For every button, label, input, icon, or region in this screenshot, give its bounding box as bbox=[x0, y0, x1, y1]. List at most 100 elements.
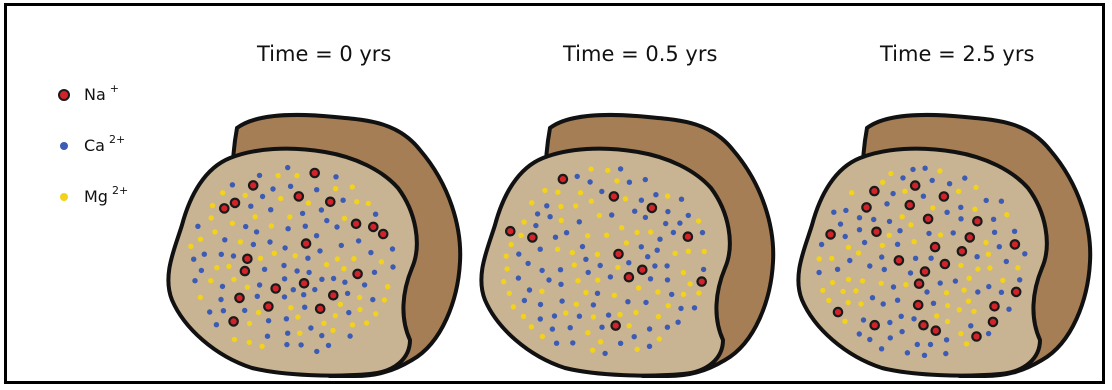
ca-ion-dot bbox=[643, 177, 648, 182]
ca-ion-dot bbox=[991, 217, 996, 222]
ca-ion-dot bbox=[300, 211, 305, 216]
ca-ion-dot bbox=[926, 231, 931, 236]
ca-ion-dot bbox=[905, 350, 910, 355]
ca-ion-dot bbox=[899, 329, 904, 334]
ca-ion-dot bbox=[679, 197, 684, 202]
mg-ion-dot bbox=[275, 173, 280, 178]
mg-ion-dot bbox=[269, 223, 274, 228]
ca-ion-dot bbox=[647, 344, 652, 349]
mg-ion-dot bbox=[542, 188, 547, 193]
ca-ion-dot bbox=[285, 331, 290, 336]
ca-ion-dot bbox=[372, 270, 377, 275]
mg-ion-dot bbox=[614, 178, 619, 183]
ca-ion-dot bbox=[602, 351, 607, 356]
mg-ion-dot bbox=[247, 321, 252, 326]
na-ion-dot bbox=[872, 228, 880, 236]
ca-ion-dot bbox=[326, 343, 331, 348]
mg-ion-dot bbox=[902, 189, 907, 194]
mg-ion-dot bbox=[188, 244, 193, 249]
mg-ion-dot bbox=[945, 319, 950, 324]
ca-ion-dot bbox=[516, 275, 521, 280]
mg-ion-dot bbox=[702, 249, 707, 254]
mg-ion-dot bbox=[938, 232, 943, 237]
ca-ion-dot bbox=[645, 254, 650, 259]
ca-ion-dot bbox=[618, 341, 623, 346]
mg-ion-dot bbox=[957, 307, 962, 312]
ca-ion-dot bbox=[930, 178, 935, 183]
ca-ion-dot bbox=[550, 326, 555, 331]
ca-ion-dot bbox=[342, 280, 347, 285]
mg-ion-dot bbox=[903, 282, 908, 287]
mg-ion-dot bbox=[501, 279, 506, 284]
ca-ion-dot bbox=[692, 305, 697, 310]
mg-ion-dot bbox=[220, 190, 225, 195]
ca-ion-dot bbox=[944, 210, 949, 215]
mg-ion-dot bbox=[351, 256, 356, 261]
ca-ion-dot bbox=[962, 175, 967, 180]
mg-ion-dot bbox=[1004, 212, 1009, 217]
ca-ion-dot bbox=[195, 224, 200, 229]
mg-ion-dot bbox=[570, 250, 575, 255]
ca-ion-dot bbox=[577, 314, 582, 319]
mg-ion-dot bbox=[656, 314, 661, 319]
mg-ion-dot bbox=[971, 309, 976, 314]
mg-ion-dot bbox=[333, 313, 338, 318]
ca-ion-dot bbox=[192, 278, 197, 283]
mg-ion-dot bbox=[624, 240, 629, 245]
ca-ion-dot bbox=[284, 316, 289, 321]
mg-ion-dot bbox=[385, 284, 390, 289]
ca-ion-dot bbox=[587, 179, 592, 184]
mg-ion-dot bbox=[958, 263, 963, 268]
ca-ion-dot bbox=[838, 221, 843, 226]
ca-ion-dot bbox=[675, 320, 680, 325]
ca-ion-dot bbox=[334, 224, 339, 229]
mg-ion-dot bbox=[589, 199, 594, 204]
ca-ion-dot bbox=[266, 318, 271, 323]
ca-ion-dot bbox=[333, 174, 338, 179]
ca-ion-dot bbox=[669, 292, 674, 297]
ca-ion-dot bbox=[539, 268, 544, 273]
na-ion-dot bbox=[638, 266, 646, 274]
ca-ion-dot bbox=[999, 199, 1004, 204]
mg-ion-dot bbox=[559, 218, 564, 223]
ca-ion-dot bbox=[202, 252, 207, 257]
mg-ion-dot bbox=[983, 240, 988, 245]
na-ion-dot bbox=[231, 199, 239, 207]
ca-ion-dot bbox=[647, 326, 652, 331]
mg-ion-dot bbox=[987, 265, 992, 270]
ca-ion-dot bbox=[373, 212, 378, 217]
ca-ion-dot bbox=[254, 229, 259, 234]
ca-ion-dot bbox=[580, 244, 585, 249]
ca-ion-dot bbox=[288, 184, 293, 189]
mg-ion-dot bbox=[297, 331, 302, 336]
na-ion-dot bbox=[698, 277, 706, 285]
ca-ion-dot bbox=[639, 244, 644, 249]
ca-ion-dot bbox=[928, 256, 933, 261]
ca-ion-dot bbox=[265, 334, 270, 339]
mg-ion-dot bbox=[860, 278, 865, 283]
na-ion-dot bbox=[243, 255, 251, 263]
ca-ion-dot bbox=[975, 289, 980, 294]
mg-ion-dot bbox=[555, 190, 560, 195]
mg-ion-dot bbox=[975, 266, 980, 271]
mg-ion-dot bbox=[986, 252, 991, 257]
ca-ion-dot bbox=[535, 211, 540, 216]
na-ion-dot bbox=[871, 321, 879, 329]
mg-ion-dot bbox=[888, 171, 893, 176]
mg-ion-dot bbox=[259, 344, 264, 349]
mg-ion-dot bbox=[226, 264, 231, 269]
ca-ion-dot bbox=[525, 261, 530, 266]
ca-ion-dot bbox=[230, 182, 235, 187]
ca-ion-dot bbox=[345, 291, 350, 296]
mg-ion-dot bbox=[820, 288, 825, 293]
ca-ion-dot bbox=[191, 257, 196, 262]
mg-ion-dot bbox=[880, 180, 885, 185]
mg-ion-dot bbox=[373, 311, 378, 316]
ca-ion-dot bbox=[285, 226, 290, 231]
na-ion-dot bbox=[834, 308, 842, 316]
na-ion-dot bbox=[931, 243, 939, 251]
ca-ion-dot bbox=[221, 308, 226, 313]
na-ion-dot bbox=[914, 301, 922, 309]
mg-ion-dot bbox=[635, 347, 640, 352]
ca-ion-dot bbox=[298, 342, 303, 347]
